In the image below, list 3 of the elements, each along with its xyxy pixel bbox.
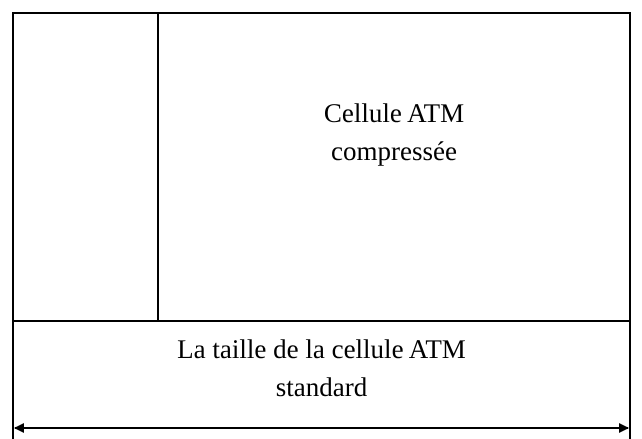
cell-label: Cellule ATM compressée <box>322 97 466 168</box>
cell-label: La taille de la cellule ATM standard <box>176 333 467 404</box>
frame-box <box>12 12 631 439</box>
